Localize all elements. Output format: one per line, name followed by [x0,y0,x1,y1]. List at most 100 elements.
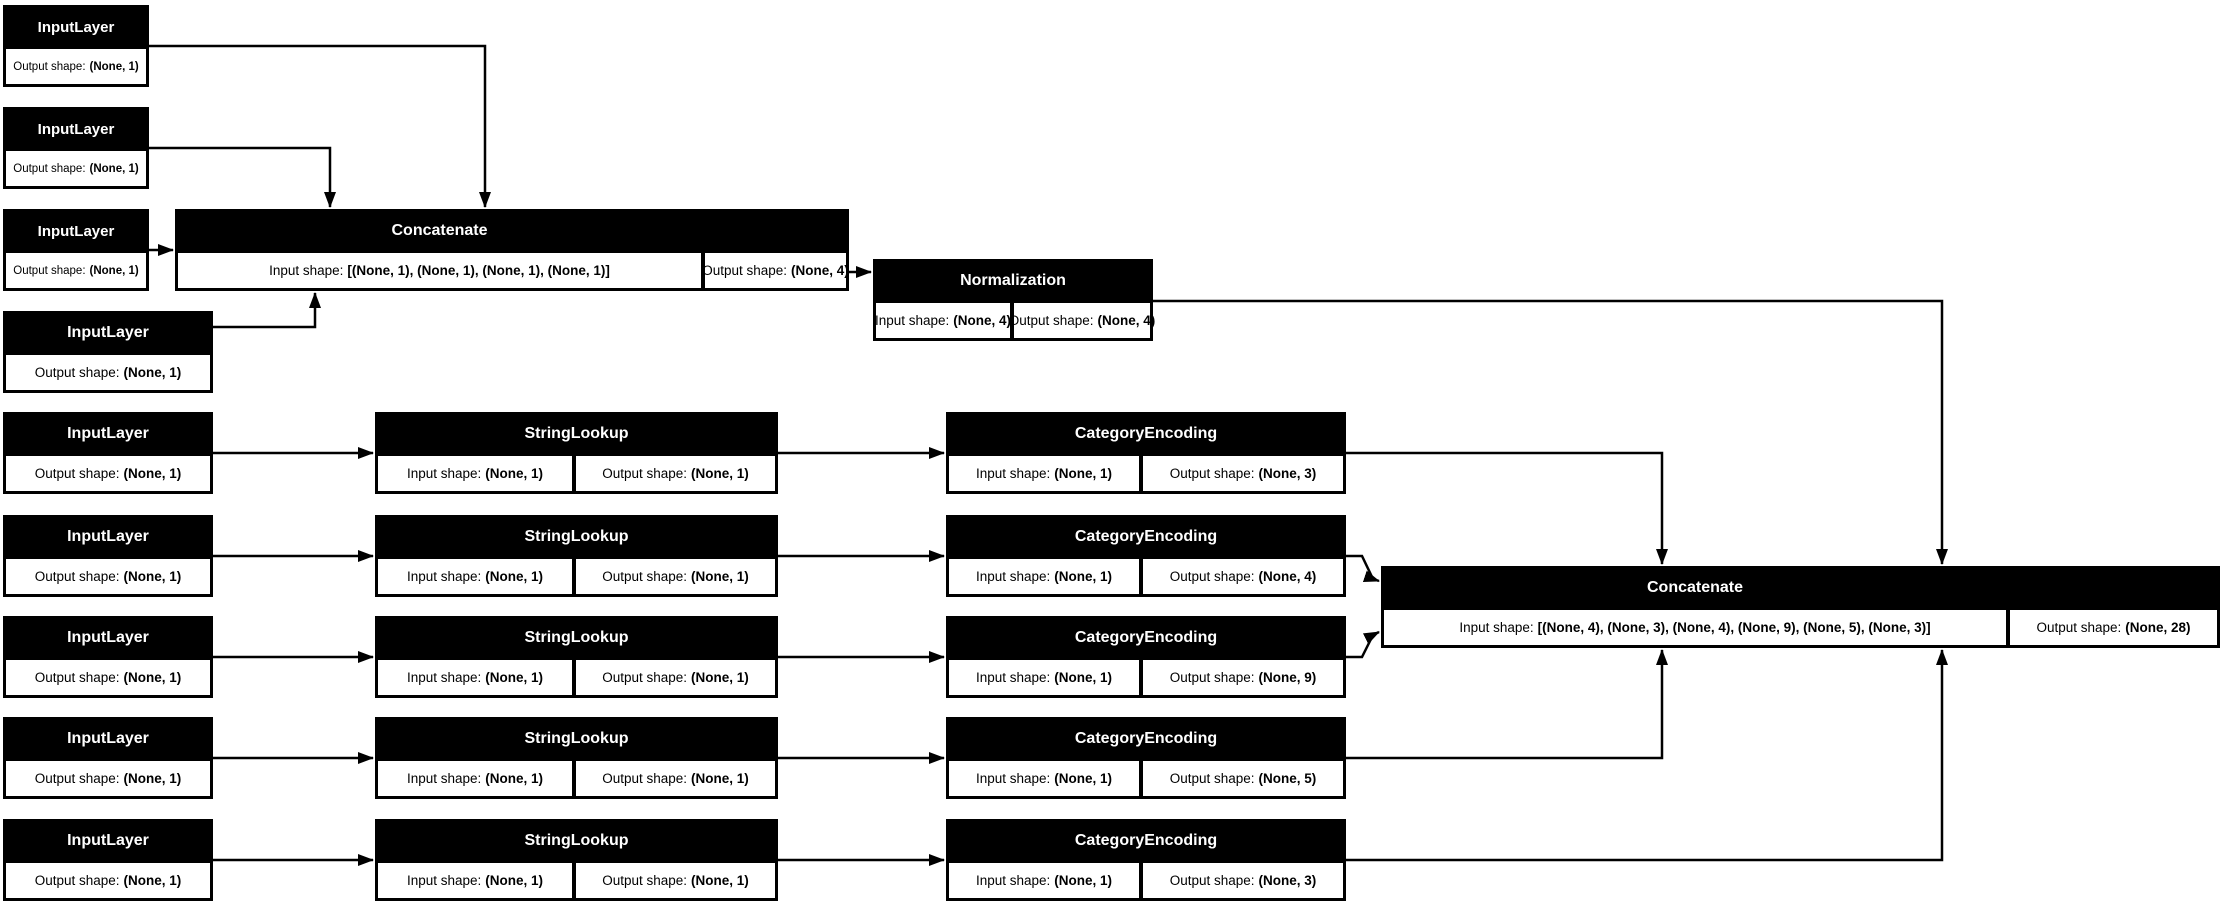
input-3-cell-0: Output shape:(None, 1) [6,253,146,288]
concatenate-2-cell-0: Input shape:[(None, 4), (None, 3), (None… [1384,610,2006,645]
input-r3-cell-0: Output shape:(None, 1) [6,660,210,695]
stringlookup-1-title: StringLookup [524,425,629,442]
stringlookup-4-cell-1-value: (None, 1) [691,771,749,786]
input-r5-cell-0-value: (None, 1) [123,873,182,888]
concatenate-2-shape-row: Input shape:[(None, 4), (None, 3), (None… [1381,610,2220,648]
input-r1-cell-0: Output shape:(None, 1) [6,456,210,491]
input-r3-cell-0-label: Output shape: [34,670,120,685]
stringlookup-1-cell-0: Input shape:(None, 1) [378,456,572,491]
stringlookup-1-cell-0-value: (None, 1) [485,466,544,481]
normalization-cell-0: Input shape:(None, 4) [874,303,1011,338]
concatenate-2-cell-1-value: (None, 28) [2125,620,2191,635]
input-r3-shape-row: Output shape:(None, 1) [3,660,213,698]
stringlookup-4-cell-0-label: Input shape: [406,771,482,786]
categoryencoding-3-cell-1-label: Output shape: [1169,670,1255,685]
concatenate-2-cell-1: Output shape:(None, 28) [2010,610,2217,645]
input-1-shape-row: Output shape:(None, 1) [3,49,149,87]
stringlookup-1-cell-0-label: Input shape: [406,466,482,481]
categoryencoding-3-title: CategoryEncoding [1074,629,1218,646]
categoryencoding-2-shape-row: Input shape:(None, 1)Output shape:(None,… [946,559,1346,597]
input-2-cell-0-value: (None, 1) [89,162,139,175]
input-r4-cell-0: Output shape:(None, 1) [6,761,210,796]
categoryencoding-1-cell-0: Input shape:(None, 1) [949,456,1139,491]
stringlookup-2-cell-0-value: (None, 1) [485,569,544,584]
stringlookup-1-cell-1-value: (None, 1) [691,466,749,481]
categoryencoding-1-cell-1: Output shape:(None, 3) [1143,456,1343,491]
edge-ce1-concat2 [1346,451,1668,565]
categoryencoding-5-shape-row: Input shape:(None, 1)Output shape:(None,… [946,863,1346,901]
stringlookup-4-cell-0-value: (None, 1) [485,771,544,786]
concatenate-1-cell-1: Output shape:(None, 4) [702,253,849,288]
input-r4-cell-0-label: Output shape: [34,771,120,786]
stringlookup-4-title: StringLookup [524,730,629,747]
input-1-cell-0: Output shape:(None, 1) [6,49,146,84]
input-r1-cell-0-label: Output shape: [34,466,120,481]
input-r4-cell-0-value: (None, 1) [123,771,182,786]
stringlookup-5-cell-1: Output shape:(None, 1) [576,863,775,898]
categoryencoding-5-cell-1: Output shape:(None, 3) [1143,863,1343,898]
normalization-cell-1-value: (None, 4) [1097,313,1156,328]
categoryencoding-2-cell-0-label: Input shape: [975,569,1051,584]
input-3-title: InputLayer [37,222,115,240]
stringlookup-5-shape-row: Input shape:(None, 1)Output shape:(None,… [375,863,778,901]
categoryencoding-3-cell-0-label: Input shape: [975,670,1051,685]
input-r3-cell-0-value: (None, 1) [123,670,182,685]
stringlookup-4-shape-row: Input shape:(None, 1)Output shape:(None,… [375,761,778,799]
input-r5-cell-0: Output shape:(None, 1) [6,863,210,898]
normalization-title: Normalization [960,272,1066,289]
categoryencoding-5-cell-1-value: (None, 3) [1258,873,1317,888]
categoryencoding-1-title: CategoryEncoding [1074,425,1218,442]
concatenate-1-shape-row: Input shape:[(None, 1), (None, 1), (None… [175,253,849,291]
stringlookup-2-cell-1-value: (None, 1) [691,569,749,584]
stringlookup-3-cell-1-value: (None, 1) [691,670,749,685]
concatenate-1-cell-0-value: [(None, 1), (None, 1), (None, 1), (None,… [347,263,610,278]
categoryencoding-2-cell-1-label: Output shape: [1169,569,1255,584]
concatenate-2-cell-0-label: Input shape: [1459,620,1534,635]
input-r5-cell-0-label: Output shape: [34,873,120,888]
input-r4-title: InputLayer [67,730,149,747]
categoryencoding-3-cell-0-value: (None, 1) [1054,670,1113,685]
edge-norm-concat2 [1153,299,1948,565]
stringlookup-4-cell-1-label: Output shape: [602,771,688,786]
edge-input1-concat1 [149,44,491,208]
stringlookup-5-cell-0-value: (None, 1) [485,873,544,888]
categoryencoding-1-cell-1-value: (None, 3) [1258,466,1317,481]
input-3-cell-0-label: Output shape: [13,264,86,277]
stringlookup-5-title: StringLookup [524,832,629,849]
input-r3-title: InputLayer [67,629,149,646]
stringlookup-4-cell-0: Input shape:(None, 1) [378,761,572,796]
stringlookup-2-cell-1: Output shape:(None, 1) [576,559,775,594]
input-2-shape-row: Output shape:(None, 1) [3,151,149,189]
stringlookup-3-cell-0: Input shape:(None, 1) [378,660,572,695]
categoryencoding-4-cell-0-value: (None, 1) [1054,771,1113,786]
input-3-shape-row: Output shape:(None, 1) [3,253,149,291]
categoryencoding-5-cell-0-value: (None, 1) [1054,873,1113,888]
categoryencoding-4-shape-row: Input shape:(None, 1)Output shape:(None,… [946,761,1346,799]
normalization-cell-0-label: Input shape: [874,313,950,328]
normalization-cell-1-label: Output shape: [1008,313,1094,328]
stringlookup-4-cell-1: Output shape:(None, 1) [576,761,775,796]
input-2-cell-0-label: Output shape: [13,162,86,175]
input-r5-title: InputLayer [67,832,149,849]
categoryencoding-4-cell-0-label: Input shape: [975,771,1051,786]
edge-ce5-concat2 [1346,649,1948,862]
normalization-cell-1: Output shape:(None, 4) [1009,303,1155,338]
input-1-cell-0-value: (None, 1) [89,60,139,73]
input-4-cell-0-value: (None, 1) [123,365,182,380]
concatenate-1-title: Concatenate [391,222,488,239]
categoryencoding-4-cell-1-value: (None, 5) [1258,771,1317,786]
input-r2-cell-0: Output shape:(None, 1) [6,559,210,594]
